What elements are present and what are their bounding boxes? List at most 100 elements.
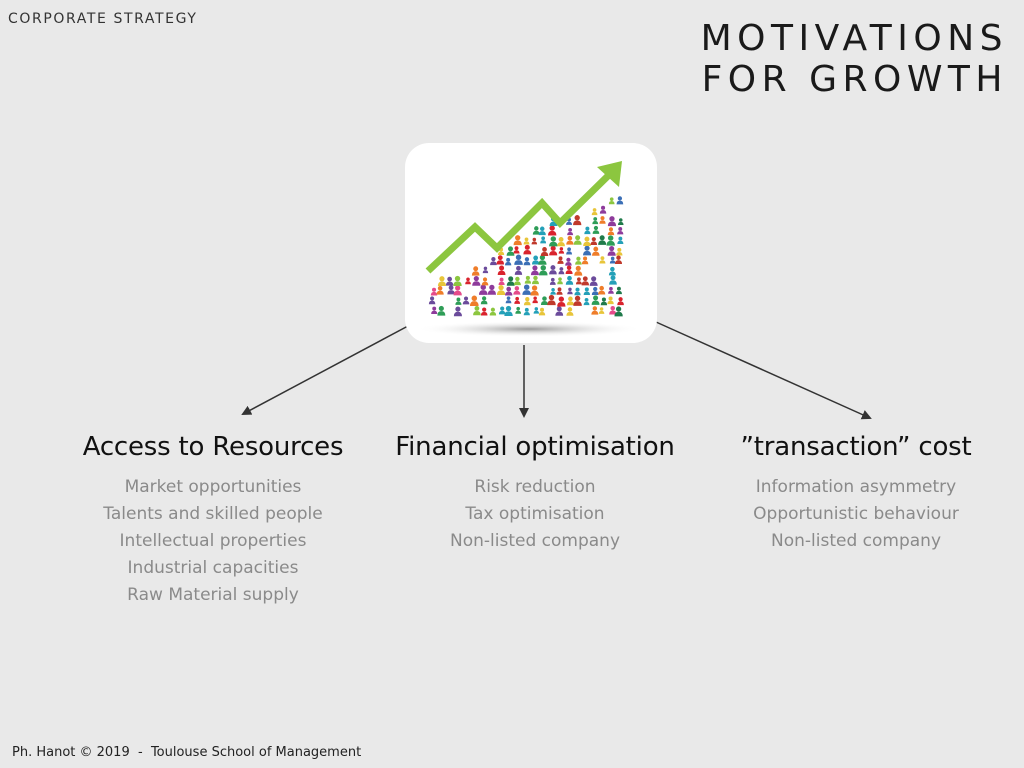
- crowd-person: [598, 235, 607, 245]
- arrow-to-transaction: [655, 321, 872, 420]
- crowd-person: [496, 255, 505, 265]
- crowd-person: [469, 295, 479, 306]
- crowd-person: [592, 246, 600, 256]
- crowd-person: [505, 296, 512, 304]
- crowd-person: [615, 255, 623, 264]
- crowd-person: [592, 217, 599, 225]
- crowd-person: [513, 276, 521, 286]
- crowd-person: [514, 296, 521, 304]
- crowd-person: [573, 295, 582, 306]
- list-item: Non-listed company: [771, 531, 941, 551]
- crowd-person: [513, 246, 520, 254]
- crowd-person: [608, 286, 614, 294]
- crowd-person: [453, 285, 462, 296]
- crowd-person: [539, 265, 548, 276]
- column-transaction-cost: ”transaction” cost Information asymmetry…: [718, 432, 994, 555]
- crowd-person: [565, 257, 572, 266]
- crowd-person: [513, 286, 521, 295]
- column-access-to-resources: Access to Resources Market opportunities…: [64, 432, 362, 609]
- column-items: Risk reduction Tax optimisation Non-list…: [372, 474, 698, 555]
- crowd-person: [558, 247, 565, 254]
- crowd-person: [540, 247, 549, 256]
- crowd-person: [591, 286, 599, 296]
- growth-chart-people-icon: [415, 161, 643, 337]
- crowd-person: [522, 284, 532, 295]
- crowd-person: [547, 225, 557, 236]
- list-item: Raw Material supply: [127, 585, 299, 605]
- section-label: CORPORATE STRATEGY: [8, 11, 198, 27]
- crowd-person: [523, 257, 531, 266]
- crowd-person: [607, 227, 615, 236]
- crowd-person: [614, 306, 623, 317]
- crowd-person: [496, 284, 506, 295]
- crowd-person: [530, 285, 539, 296]
- crowd-person: [430, 287, 438, 296]
- crowd-person: [478, 284, 488, 295]
- footer-credit: Ph. Hanot © 2019 - Toulouse School of Ma…: [12, 745, 362, 760]
- crowd-person: [590, 237, 598, 246]
- crowd-person: [549, 236, 558, 247]
- growth-arrow-line: [425, 168, 616, 274]
- crowd-person: [617, 227, 624, 235]
- crowd-person: [445, 276, 454, 286]
- list-item: Market opportunities: [124, 477, 302, 497]
- crowd-person: [490, 257, 497, 266]
- crowd-person: [581, 276, 590, 286]
- crowd-person: [584, 226, 591, 235]
- crowd-person: [538, 307, 546, 316]
- crowd-person: [617, 236, 624, 245]
- crowd-person: [615, 286, 622, 295]
- crowd-person: [566, 296, 575, 306]
- crowd-person: [480, 307, 488, 316]
- list-item: Risk reduction: [474, 477, 596, 497]
- crowd-person: [531, 237, 538, 245]
- list-item: Industrial capacities: [127, 558, 299, 578]
- crowd-person: [609, 275, 617, 285]
- crowd-person: [583, 298, 590, 306]
- page-title: MOTIVATIONS FOR GROWTH: [701, 18, 1008, 100]
- crowd-person: [523, 307, 530, 316]
- crowd-person: [532, 296, 538, 304]
- crowd-person: [506, 246, 515, 256]
- crowd-person: [523, 297, 531, 306]
- crowd-person: [549, 245, 558, 256]
- column-items: Market opportunities Talents and skilled…: [64, 474, 362, 609]
- title-line-1: MOTIVATIONS: [700, 18, 1008, 59]
- crowd-person: [523, 237, 530, 245]
- crowd-person: [436, 285, 444, 295]
- crowd-person: [471, 266, 480, 276]
- crowd-person: [547, 294, 556, 306]
- crowd-person: [556, 287, 563, 295]
- crowd-person: [607, 296, 614, 305]
- crowd-person: [533, 307, 540, 314]
- crowd-person: [600, 297, 608, 306]
- crowd-person: [550, 287, 556, 295]
- crowd-person: [531, 275, 539, 285]
- crowd-person: [555, 306, 564, 316]
- crowd-person: [565, 275, 574, 285]
- growth-image-card: [405, 143, 657, 343]
- crowd-person: [482, 266, 489, 274]
- list-item: Talents and skilled people: [103, 504, 323, 524]
- crowd-person: [538, 254, 547, 265]
- crowd-person: [609, 305, 617, 315]
- crowd-person: [575, 256, 582, 265]
- crowd-person: [616, 247, 623, 256]
- crowd-person: [566, 235, 574, 245]
- arrow-to-resources: [241, 325, 409, 415]
- list-item: Intellectual properties: [119, 531, 307, 551]
- crowd-person: [575, 277, 582, 285]
- crowd-person: [515, 306, 522, 314]
- crowd-person: [531, 255, 540, 265]
- crowd-person: [589, 276, 598, 286]
- crowd-person: [505, 257, 512, 266]
- column-financial-optimisation: Financial optimisation Risk reduction Ta…: [372, 432, 698, 555]
- crowd-person: [581, 256, 589, 265]
- crowd-person: [565, 265, 573, 274]
- crowd-person: [530, 265, 539, 276]
- crowd-person: [473, 306, 481, 316]
- crowd-person: [557, 277, 563, 285]
- crowd-person: [566, 307, 574, 316]
- crowd-person: [538, 226, 546, 236]
- crowd-person: [505, 286, 513, 296]
